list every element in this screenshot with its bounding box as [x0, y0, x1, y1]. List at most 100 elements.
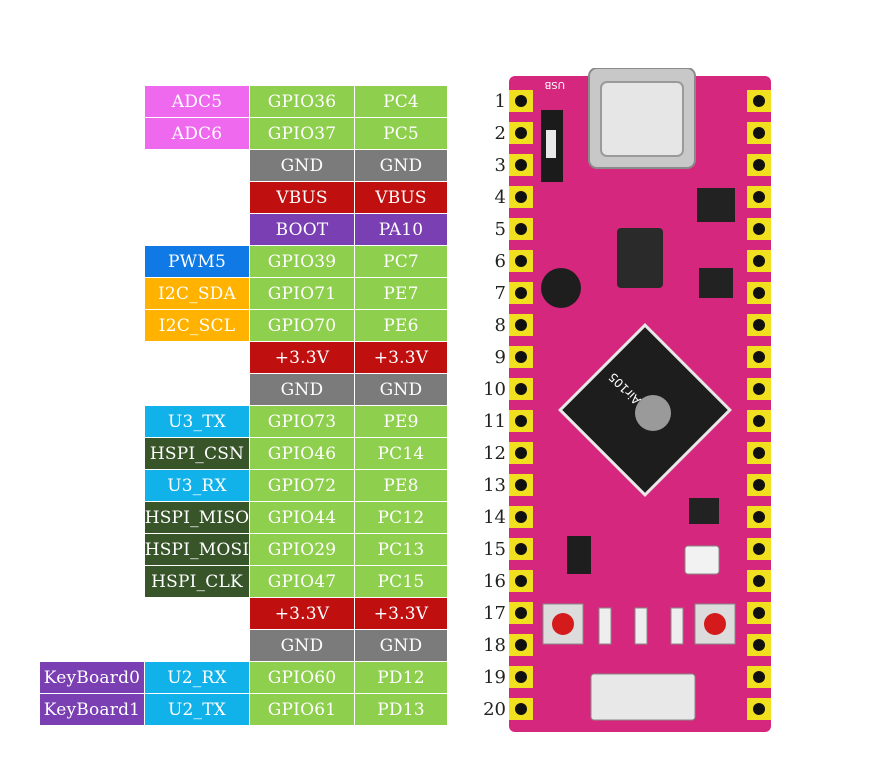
right-header-pin-hole — [753, 575, 765, 587]
usb-c-shell — [600, 81, 684, 157]
alt-function-cell: KeyBoard0 — [40, 662, 144, 693]
left-header-pin-hole — [515, 319, 527, 331]
pin-number: 13 — [483, 475, 506, 496]
port-cell: GND — [355, 150, 447, 181]
gpio-cell: GPIO39 — [250, 246, 354, 277]
port-cell: PC4 — [355, 86, 447, 117]
small-ic — [567, 536, 591, 574]
left-header-pin-hole — [515, 287, 527, 299]
led-3 — [670, 607, 684, 645]
board-image: USB Air105 — [509, 68, 771, 732]
pin-number: 14 — [483, 507, 506, 528]
left-header-pin-hole — [515, 703, 527, 715]
right-header-pin-hole — [753, 95, 765, 107]
right-header-pin-hole — [753, 255, 765, 267]
gpio-cell: VBUS — [250, 182, 354, 213]
pin-number: 20 — [483, 699, 506, 720]
right-header-pin-hole — [753, 639, 765, 651]
gpio-cell: GPIO61 — [250, 694, 354, 725]
gpio-cell: GND — [250, 630, 354, 661]
port-cell: PE6 — [355, 310, 447, 341]
function-cell: ADC5 — [145, 86, 249, 117]
pin-number: 19 — [483, 667, 506, 688]
function-cell: HSPI_CLK — [145, 566, 249, 597]
right-header-pin-hole — [753, 319, 765, 331]
right-header-pin-hole — [753, 383, 765, 395]
slide-switch-knob — [546, 130, 556, 158]
port-cell: PA10 — [355, 214, 447, 245]
port-cell: +3.3V — [355, 342, 447, 373]
left-header-pin-hole — [515, 479, 527, 491]
gpio-cell: GPIO72 — [250, 470, 354, 501]
left-header-pin-hole — [515, 543, 527, 555]
fpc-connector — [590, 673, 696, 721]
left-header-pin-hole — [515, 191, 527, 203]
gpio-cell: GPIO71 — [250, 278, 354, 309]
port-cell: +3.3V — [355, 598, 447, 629]
right-header-pin-hole — [753, 191, 765, 203]
function-cell: U3_RX — [145, 470, 249, 501]
left-header-pin-hole — [515, 255, 527, 267]
gpio-cell: GND — [250, 150, 354, 181]
right-header-pin-hole — [753, 511, 765, 523]
right-header-pin-hole — [753, 671, 765, 683]
flash-chip — [617, 228, 663, 288]
gpio-cell: +3.3V — [250, 342, 354, 373]
right-header-pin-hole — [753, 287, 765, 299]
right-header-pin-hole — [753, 351, 765, 363]
right-header-pin-hole — [753, 543, 765, 555]
port-cell: PD12 — [355, 662, 447, 693]
gpio-cell: GND — [250, 374, 354, 405]
alt-function-cell: KeyBoard1 — [40, 694, 144, 725]
pin-number: 9 — [494, 347, 506, 368]
pin-number: 17 — [483, 603, 506, 624]
right-header-pin-hole — [753, 127, 765, 139]
left-header-pin-hole — [515, 415, 527, 427]
led-1 — [598, 607, 612, 645]
led-2 — [634, 607, 648, 645]
boot-button-cap[interactable] — [704, 613, 726, 635]
pin-number: 3 — [494, 155, 506, 176]
left-header-pin-hole — [515, 383, 527, 395]
right-header-pin-hole — [753, 223, 765, 235]
gpio-cell: GPIO44 — [250, 502, 354, 533]
pin-number: 7 — [494, 283, 506, 304]
pin-number: 2 — [494, 123, 506, 144]
buzzer — [541, 268, 581, 308]
small-ic-2 — [689, 498, 719, 524]
port-cell: PE8 — [355, 470, 447, 501]
left-header-pin-hole — [515, 127, 527, 139]
reset-button-cap[interactable] — [552, 613, 574, 635]
left-header-pin-hole — [515, 575, 527, 587]
pin-number: 1 — [494, 91, 506, 112]
pin-number: 11 — [483, 411, 506, 432]
function-cell: U3_TX — [145, 406, 249, 437]
chip-logo — [635, 395, 671, 431]
pin-number: 5 — [494, 219, 506, 240]
gpio-cell: GPIO29 — [250, 534, 354, 565]
left-header-pin-hole — [515, 607, 527, 619]
function-cell: PWM5 — [145, 246, 249, 277]
gpio-cell: GPIO60 — [250, 662, 354, 693]
port-cell: PC12 — [355, 502, 447, 533]
gpio-cell: +3.3V — [250, 598, 354, 629]
left-header-pin-hole — [515, 447, 527, 459]
gpio-cell: GPIO73 — [250, 406, 354, 437]
pin-number: 15 — [483, 539, 506, 560]
left-header-pin-hole — [515, 351, 527, 363]
pin-number: 18 — [483, 635, 506, 656]
gpio-cell: GPIO46 — [250, 438, 354, 469]
port-cell: GND — [355, 374, 447, 405]
left-header-pin-hole — [515, 671, 527, 683]
pin-number: 10 — [483, 379, 506, 400]
function-cell: U2_TX — [145, 694, 249, 725]
right-header-pin-hole — [753, 607, 765, 619]
crystal — [684, 545, 720, 575]
right-header-pin-hole — [753, 159, 765, 171]
left-header-pin-hole — [515, 95, 527, 107]
right-header-pin-hole — [753, 479, 765, 491]
port-cell: PE7 — [355, 278, 447, 309]
left-header-pin-hole — [515, 511, 527, 523]
right-header-pin-hole — [753, 703, 765, 715]
function-cell: HSPI_MOSI — [145, 534, 249, 565]
